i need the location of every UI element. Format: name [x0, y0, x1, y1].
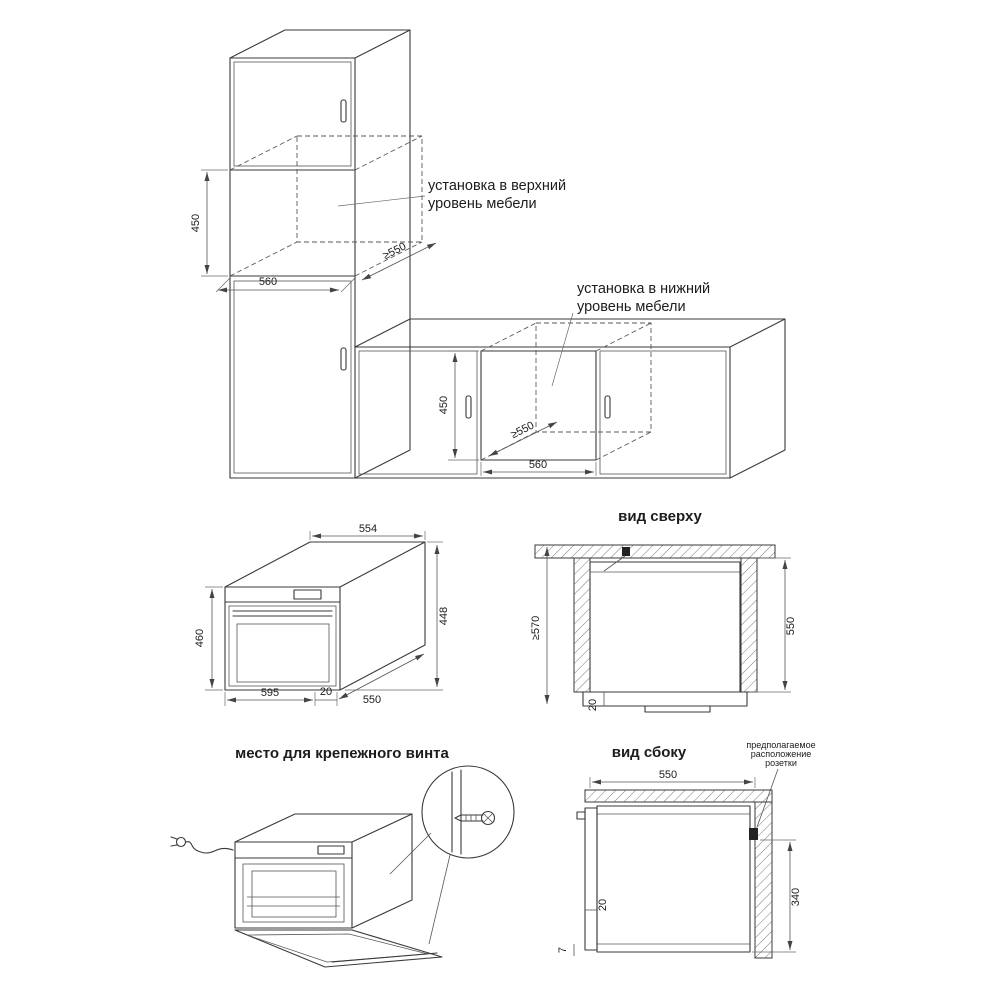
power-cable-icon [185, 841, 234, 854]
socket-mark-icon [749, 828, 758, 840]
socket-note-line2: расположение [751, 749, 811, 759]
top-view-drawing: вид сверху ≥570 550 20 [530, 508, 797, 713]
power-plug-icon [175, 836, 187, 848]
lower-cabinet-drawing [354, 318, 786, 479]
screw-location-drawing: место для крепежного винта [170, 745, 515, 968]
dim-upper-niche-height: 450 [190, 214, 202, 232]
door-handle-icon [340, 347, 347, 371]
oven-3d-drawing [224, 541, 426, 691]
upper-cabinet-dimensions: 450 560 ≥550 [190, 169, 437, 293]
lower-install-label-line1: установка в нижний [577, 281, 710, 297]
dim-oven-door-offset: 20 [320, 686, 332, 698]
dim-upper-niche-width: 560 [259, 276, 277, 288]
upper-install-label-line2: уровень мебели [428, 196, 537, 212]
dim-oven-depth: 550 [363, 694, 381, 706]
dim-sideview-socket-height: 340 [790, 888, 802, 906]
dim-topview-oven-depth: 550 [785, 617, 797, 635]
oven-3d-dimensions: 554 448 460 595 20 550 [194, 523, 450, 706]
screw-icon [454, 810, 496, 826]
socket-note-line3: розетки [765, 758, 797, 768]
side-view-title: вид сбоку [612, 744, 687, 761]
dim-topview-door-offset: 20 [587, 699, 599, 711]
dim-sideview-depth: 550 [659, 769, 677, 781]
door-handle-icon [340, 99, 347, 123]
dim-sideview-door-offset: 20 [597, 899, 609, 911]
oven-handle-icon [576, 811, 586, 820]
socket-mark-icon [622, 547, 630, 556]
dim-oven-front-width: 595 [261, 687, 279, 699]
lower-cabinet-dimensions: 450 560 ≥550 [438, 350, 597, 476]
oven-display-icon [317, 845, 345, 855]
socket-note-line1: предполагаемое [746, 740, 815, 750]
dim-oven-front-height: 460 [194, 629, 206, 647]
dim-lower-niche-depth: ≥550 [509, 419, 536, 441]
dim-oven-top-width: 554 [359, 523, 377, 535]
side-view-drawing: вид сбоку предполагаемое расположение ро… [557, 740, 816, 959]
lower-install-label: установка в нижний уровень мебели [551, 281, 710, 387]
screw-detail-callout [389, 765, 515, 945]
upper-install-label: установка в верхний уровень мебели [337, 178, 566, 212]
dim-oven-back-height: 448 [438, 607, 450, 625]
oven-display-icon [293, 589, 322, 600]
screw-view-title: место для крепежного винта [235, 745, 449, 762]
oven-door-profile [584, 807, 598, 951]
door-handle-icon [465, 395, 472, 419]
top-view-title: вид сверху [618, 508, 702, 525]
door-handle-icon [604, 395, 611, 419]
upper-install-label-line1: установка в верхний [428, 178, 566, 194]
lower-install-label-line2: уровень мебели [577, 299, 686, 315]
oven-handle-icon [644, 705, 711, 713]
dim-lower-niche-height: 450 [438, 396, 450, 414]
dim-topview-niche-depth: ≥570 [530, 616, 542, 640]
dim-sideview-bottom-gap: 7 [557, 947, 569, 953]
dim-lower-niche-width: 560 [529, 459, 547, 471]
open-door [234, 929, 443, 968]
